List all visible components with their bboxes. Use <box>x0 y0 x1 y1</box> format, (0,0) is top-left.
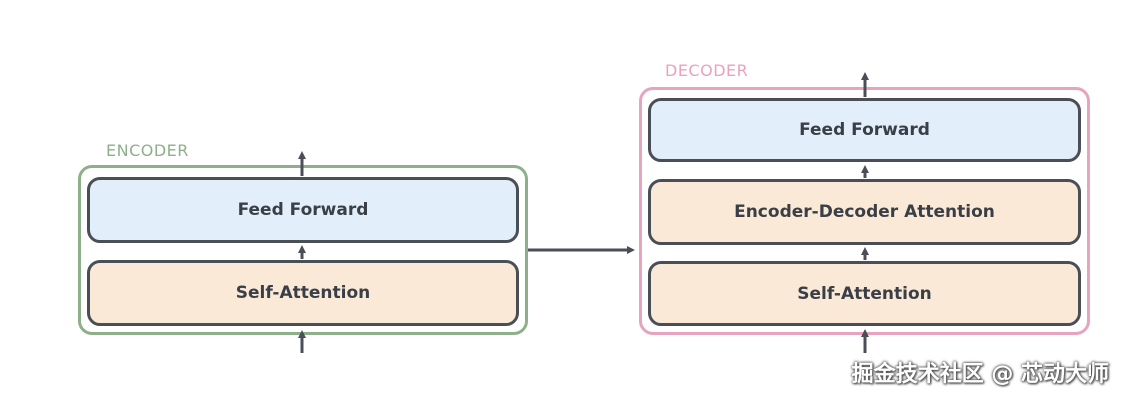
decoder-feed-forward-block: Feed Forward <box>648 98 1081 162</box>
decoder-encoder-decoder-attention-label: Encoder-Decoder Attention <box>734 202 995 222</box>
decoder-feed-forward-label: Feed Forward <box>799 120 930 140</box>
watermark: 掘金技术社区 @ 芯动大师 <box>851 362 1109 387</box>
encoder-feed-forward-label: Feed Forward <box>237 200 369 220</box>
decoder-self-attention-label: Self-Attention <box>797 283 932 304</box>
encoder-self-attention-block: Self-Attention <box>87 260 519 326</box>
decoder-self-attention-block: Self-Attention <box>648 261 1081 326</box>
encoder-feed-forward-block: Feed Forward <box>87 177 519 243</box>
encoder-self-attention-label: Self-Attention <box>235 283 371 303</box>
encoder-label: ENCODER <box>106 141 189 160</box>
decoder-label: DECODER <box>665 61 749 80</box>
decoder-encoder-decoder-attention-block: Encoder-Decoder Attention <box>648 179 1081 245</box>
